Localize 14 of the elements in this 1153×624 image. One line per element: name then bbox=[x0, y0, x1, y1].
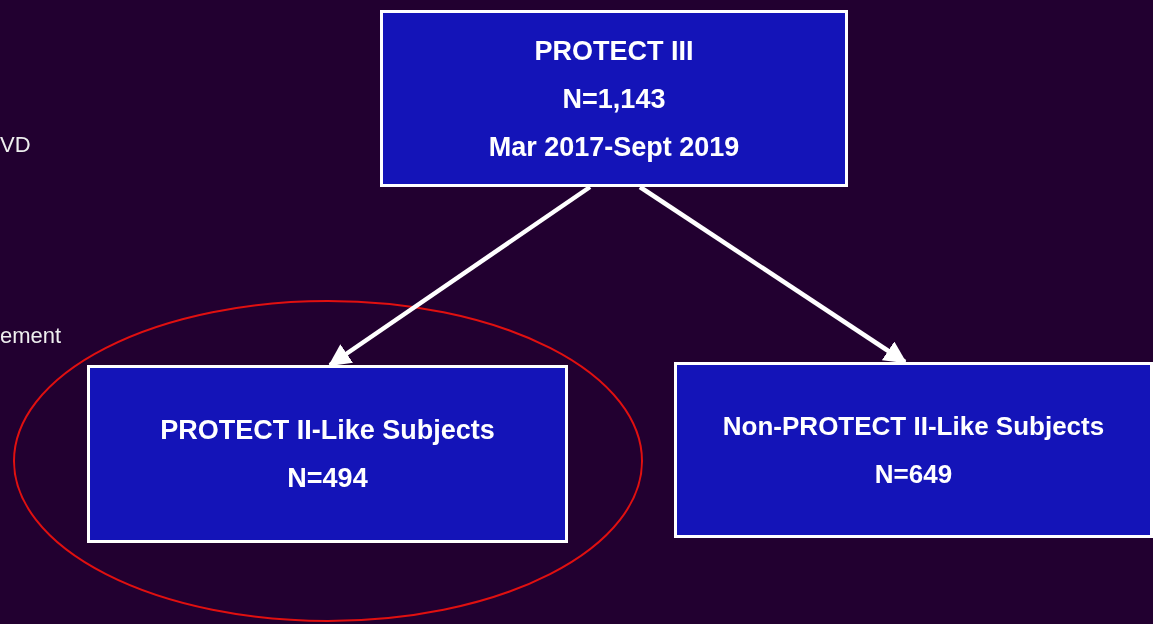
box-text: Non-PROTECT II-Like Subjects bbox=[722, 410, 1105, 443]
text-fragment: ement bbox=[0, 323, 62, 349]
text-fragment: VD bbox=[0, 132, 31, 158]
process-box bbox=[87, 365, 568, 543]
arrow bbox=[328, 185, 592, 367]
arrow bbox=[638, 185, 907, 364]
process-box bbox=[380, 10, 848, 187]
process-box bbox=[674, 362, 1153, 538]
box-text: PROTECT II-Like Subjects bbox=[160, 414, 495, 447]
box-text: N=649 bbox=[874, 458, 953, 491]
box-text: PROTECT III bbox=[534, 34, 694, 68]
box-text: N=494 bbox=[287, 462, 368, 495]
box-text: N=1,143 bbox=[562, 82, 666, 116]
box-text: Mar 2017-Sept 2019 bbox=[488, 130, 740, 164]
